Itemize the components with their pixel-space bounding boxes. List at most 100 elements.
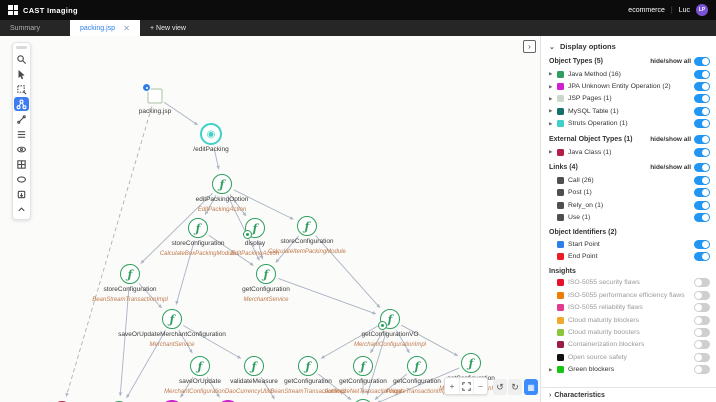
node-sublabel: CurrencyUtils	[235, 388, 272, 395]
chevron-right-icon: ›	[549, 391, 552, 399]
type-color-swatch	[557, 189, 564, 197]
item-toggle[interactable]	[694, 69, 710, 79]
item-toggle[interactable]	[694, 278, 710, 288]
item-toggle[interactable]	[694, 147, 710, 157]
type-color-swatch	[557, 240, 564, 248]
hide-show-all-toggle[interactable]	[694, 163, 710, 173]
search-icon[interactable]	[14, 52, 29, 66]
item-toggle[interactable]	[694, 315, 710, 325]
characteristics-section[interactable]: › Characteristics	[541, 387, 716, 402]
tab-packing-jsp[interactable]: packing.jsp ✕	[70, 20, 140, 36]
node-sublabel: EditPackingAction	[197, 206, 247, 213]
user-avatar[interactable]: LP	[696, 4, 708, 16]
collapse-panel-button[interactable]: ›	[523, 40, 536, 53]
panel-item: Post (1)	[549, 187, 710, 199]
redo-button[interactable]: ↻	[508, 379, 522, 395]
canvas-toolbar	[12, 42, 31, 220]
minimap-toggle-button[interactable]: ▦	[524, 379, 538, 395]
item-toggle[interactable]	[694, 176, 710, 186]
item-toggle[interactable]	[694, 290, 710, 300]
zoom-in-button[interactable]: +	[449, 381, 455, 391]
cast-logo-icon	[8, 5, 18, 15]
node-sublabel: MerchantConfigurationDao	[164, 388, 236, 395]
item-toggle[interactable]	[694, 365, 710, 375]
expander-arrow-icon[interactable]: ▶	[549, 71, 553, 77]
group-grid-icon[interactable]	[14, 157, 29, 171]
section-header: Object Types (5)hide/show all	[549, 57, 710, 66]
item-toggle[interactable]	[694, 200, 710, 210]
item-label: Cloud maturity boosters	[568, 328, 640, 336]
item-toggle[interactable]	[694, 82, 710, 92]
tab-summary[interactable]: Summary	[10, 24, 40, 32]
panel-item: Open source safety	[549, 351, 710, 363]
node-sublabel: MerchantService	[149, 341, 195, 348]
method-icon: ƒ	[190, 356, 210, 376]
method-icon: ƒ	[353, 356, 373, 376]
list-view-icon[interactable]	[14, 127, 29, 141]
workspace-name[interactable]: ecommerce	[628, 6, 665, 14]
panel-item: ▶MySQL Table (1)	[549, 105, 710, 117]
hide-show-all-toggle[interactable]	[694, 134, 710, 144]
expander-arrow-icon[interactable]: ▶	[549, 108, 553, 114]
type-color-swatch	[557, 95, 564, 103]
panel-item: ISO-5055 performance efficiency flaws	[549, 289, 710, 301]
item-label: Use (1)	[568, 214, 591, 222]
layout-hierarchy-icon[interactable]	[14, 97, 29, 111]
user-name[interactable]: Luc	[678, 6, 690, 14]
close-tab-icon[interactable]: ✕	[123, 23, 130, 33]
item-label: JPA Unknown Entity Operation (2)	[568, 83, 671, 91]
struts-icon: ◉	[200, 123, 222, 145]
node-label: /editPacking	[193, 146, 229, 153]
zoom-fit-button[interactable]	[459, 378, 473, 394]
item-toggle[interactable]	[694, 188, 710, 198]
item-label: Rely_on (1)	[568, 201, 604, 209]
display-options-header[interactable]: ⌄ Display options	[549, 42, 616, 51]
expander-arrow-icon[interactable]: ▶	[549, 83, 553, 89]
expander-arrow-icon[interactable]: ▶	[549, 120, 553, 126]
item-toggle[interactable]	[694, 327, 710, 337]
item-toggle[interactable]	[694, 352, 710, 362]
create-link-icon[interactable]	[14, 112, 29, 126]
panel-item: Call (26)	[549, 174, 710, 186]
method-sub-badge-icon	[378, 321, 387, 330]
section-header: Insights	[549, 268, 710, 275]
item-toggle[interactable]	[694, 239, 710, 249]
type-color-swatch	[557, 201, 564, 209]
item-label: Call (26)	[568, 177, 594, 185]
item-toggle[interactable]	[694, 251, 710, 261]
expander-arrow-icon[interactable]: ▶	[549, 95, 553, 101]
type-color-swatch	[557, 148, 564, 156]
toggle-visibility-icon[interactable]	[14, 142, 29, 156]
section-header: Links (4)hide/show all	[549, 163, 710, 173]
shape-ellipse-icon[interactable]	[14, 172, 29, 186]
method-icon: ƒ	[407, 356, 427, 376]
expander-arrow-icon[interactable]: ▶	[549, 366, 553, 372]
type-color-swatch	[557, 252, 564, 260]
select-pointer-icon[interactable]	[14, 67, 29, 81]
save-export-icon[interactable]	[14, 187, 29, 201]
type-color-swatch	[557, 120, 564, 128]
marquee-select-icon[interactable]	[14, 82, 29, 96]
type-color-swatch	[557, 214, 564, 222]
hide-show-all-toggle[interactable]	[694, 57, 710, 66]
undo-button[interactable]: ↺	[493, 379, 507, 395]
item-toggle[interactable]	[694, 213, 710, 223]
new-view-button[interactable]: + New view	[150, 24, 186, 32]
item-toggle[interactable]	[694, 340, 710, 350]
toolbar-drag-handle[interactable]	[16, 46, 27, 49]
item-toggle[interactable]	[694, 119, 710, 129]
item-toggle[interactable]	[694, 303, 710, 313]
collapse-toolbar-icon[interactable]	[14, 202, 29, 216]
item-label: Containerization blockers	[568, 341, 645, 349]
item-toggle[interactable]	[694, 106, 710, 116]
panel-item: Start Point	[549, 238, 710, 250]
type-color-swatch	[557, 83, 564, 91]
item-toggle[interactable]	[694, 94, 710, 104]
item-label: Open source safety	[568, 353, 627, 361]
expander-arrow-icon[interactable]: ▶	[549, 149, 553, 155]
zoom-out-button[interactable]: −	[473, 378, 487, 394]
